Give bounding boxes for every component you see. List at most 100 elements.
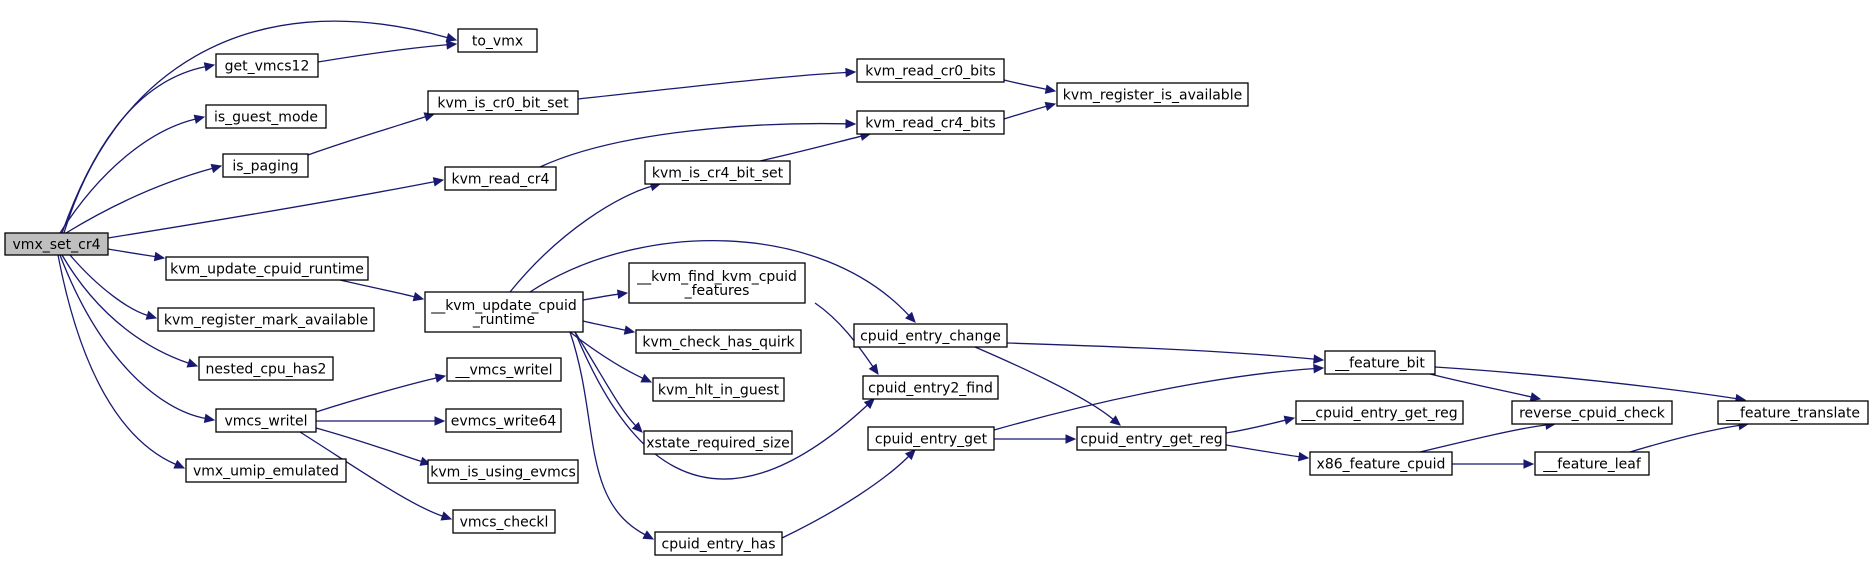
edge-vmcs_writel-to-__vmcs_writel <box>315 373 447 413</box>
edge-line <box>61 254 189 364</box>
edge-kvm_read_cr0_bits-to-kvm_register_is_available <box>1003 79 1057 94</box>
node-kvm-read-cr4-bits[interactable]: kvm_read_cr4_bits <box>856 110 1005 135</box>
node-cpuid-entry-get-reg[interactable]: __cpuid_entry_get_reg <box>1295 400 1464 425</box>
node-vmcs-checkl[interactable]: vmcs_checkl <box>452 509 556 534</box>
node-kvm-hlt-in-guest[interactable]: kvm_hlt_in_guest <box>652 377 785 402</box>
edge-arrowhead <box>445 32 458 43</box>
node-label: _runtime <box>472 312 535 328</box>
edge-line <box>59 118 196 234</box>
node-kvm-find-kvm-cpuid-features[interactable]: __kvm_find_kvm_cpuid_features <box>628 262 806 304</box>
nodes-layer: vmx_set_cr4 to_vmx get_vmcs12 is_guest_mode… <box>4 28 1869 556</box>
node-label: kvm_read_cr4_bits <box>865 116 995 132</box>
node-box <box>452 509 556 534</box>
edge-line <box>574 331 637 427</box>
edge-line <box>1429 373 1532 398</box>
node-box <box>215 53 319 78</box>
node-feature-translate[interactable]: __feature_translate <box>1717 400 1869 425</box>
edge-vmx_set_cr4-to-nested_cpu_has2 <box>61 254 199 368</box>
node-kvm-check-has-quirk[interactable]: kvm_check_has_quirk <box>635 329 802 354</box>
node-is-guest-mode[interactable]: is_guest_mode <box>205 104 327 129</box>
edge-arrowhead <box>905 311 916 323</box>
edge-arrowhead <box>434 416 446 426</box>
node-vmx-set-cr4[interactable]: vmx_set_cr4 <box>4 232 109 256</box>
edge-line <box>1225 419 1286 434</box>
edge-line <box>1629 424 1740 453</box>
edge-arrowhead <box>904 449 916 461</box>
node-feature-leaf[interactable]: __feature_leaf <box>1534 451 1650 476</box>
node-x86-feature-cpuid[interactable]: x86_feature_cpuid <box>1309 451 1453 476</box>
node-kvm-read-cr0-bits[interactable]: kvm_read_cr0_bits <box>856 58 1005 83</box>
edge-arrowhead <box>1297 451 1310 462</box>
node-xstate-required-size[interactable]: xstate_required_size <box>643 430 793 455</box>
node-cpuid-entry-change[interactable]: cpuid_entry_change <box>853 323 1008 348</box>
node-kvm-read-cr4[interactable]: kvm_read_cr4 <box>444 166 557 191</box>
node-box <box>4 232 109 256</box>
edge-arrowhead <box>845 67 857 78</box>
node-kvm-is-using-evmcs[interactable]: kvm_is_using_evmcs <box>427 459 579 484</box>
node-label: vmcs_writel <box>224 414 307 430</box>
node-cpuid-entry-get-reg[interactable]: cpuid_entry_get_reg <box>1076 426 1227 451</box>
node-box <box>205 104 327 129</box>
edge-arrowhead <box>186 358 199 368</box>
node-label: cpuid_entry_change <box>860 329 1001 345</box>
edge-cpuid_entry_change-to-cpuid_entry_get_reg <box>974 346 1121 426</box>
node-kvm-register-mark-available[interactable]: kvm_register_mark_available <box>157 307 375 332</box>
node-vmcs-writel[interactable]: __vmcs_writel <box>446 357 562 382</box>
node-label: __kvm_update_cpuid <box>430 298 577 314</box>
edge-arrowhead <box>1283 415 1296 425</box>
node-kvm-update-cpuid-runtime[interactable]: kvm_update_cpuid_runtime <box>165 256 369 281</box>
node-evmcs-write64[interactable]: evmcs_write64 <box>445 408 562 433</box>
node-label: __kvm_find_kvm_cpuid <box>636 269 797 285</box>
edge-kvm_read_cr4_bits-to-kvm_register_is_available <box>1003 101 1057 120</box>
edge-arrowhead <box>863 398 875 409</box>
node-kvm-update-cpuid-runtime[interactable]: __kvm_update_cpuid_runtime <box>424 291 584 333</box>
node-feature-bit[interactable]: __feature_bit <box>1324 350 1436 375</box>
node-cpuid-entry-has[interactable]: cpuid_entry_has <box>654 531 783 556</box>
edge-line <box>65 167 213 234</box>
node-cpuid-entry-get[interactable]: cpuid_entry_get <box>867 426 995 451</box>
edge-line <box>1006 342 1315 360</box>
node-label: xstate_required_size <box>646 436 790 452</box>
node-label: vmx_set_cr4 <box>13 237 101 253</box>
node-cpuid-entry2-find[interactable]: cpuid_entry2_find <box>862 375 999 400</box>
node-box <box>635 329 802 354</box>
edges-layer <box>57 20 1750 540</box>
edge-line <box>781 455 910 539</box>
node-kvm-is-cr4-bit-set[interactable]: kvm_is_cr4_bit_set <box>644 160 791 185</box>
edge-kvm_update_cpuid_runtime-to-__kvm_update_cpuid_runtime <box>339 279 425 302</box>
edge-arrowhead <box>642 530 655 540</box>
edge-vmx_set_cr4-to-is_guest_mode <box>59 114 206 234</box>
node-label: __feature_translate <box>1725 406 1860 422</box>
node-label: kvm_read_cr4 <box>452 172 550 188</box>
edge-arrowhead <box>640 373 653 383</box>
node-box <box>654 531 783 556</box>
node-box <box>856 58 1005 83</box>
edge-arrowhead <box>1109 415 1121 426</box>
edge-arrowhead <box>432 177 445 187</box>
edge-line <box>107 181 435 239</box>
node-label: vmcs_checkl <box>460 515 549 531</box>
node-to-vmx[interactable]: to_vmx <box>457 28 538 53</box>
edge-__kvm_update_cpuid_runtime-to-xstate_required_size <box>574 331 643 433</box>
node-is-paging[interactable]: is_paging <box>222 153 309 178</box>
node-label: kvm_is_cr4_bit_set <box>652 166 784 182</box>
node-vmx-umip-emulated[interactable]: vmx_umip_emulated <box>185 458 347 483</box>
node-kvm-is-cr0-bit-set[interactable]: kvm_is_cr0_bit_set <box>427 90 579 115</box>
node-reverse-cpuid-check[interactable]: reverse_cpuid_check <box>1511 400 1673 425</box>
edge-line <box>1225 444 1300 458</box>
node-nested-cpu-has2[interactable]: nested_cpu_has2 <box>198 356 334 381</box>
edge-vmcs_writel-to-vmcs_checkl <box>299 431 453 521</box>
node-label: __vmcs_writel <box>454 363 552 379</box>
edge-__kvm_update_cpuid_runtime-to-__kvm_find_kvm_cpuid_features <box>582 289 629 301</box>
node-box <box>185 458 347 483</box>
edge-arrowhead <box>1523 459 1535 469</box>
node-label: kvm_register_mark_available <box>164 313 368 329</box>
edge-vmx_set_cr4-to-get_vmcs12 <box>61 62 216 234</box>
node-label: get_vmcs12 <box>225 59 310 75</box>
node-kvm-register-is-available[interactable]: kvm_register_is_available <box>1056 82 1249 107</box>
node-label: reverse_cpuid_check <box>1519 406 1666 422</box>
node-vmcs-writel[interactable]: vmcs_writel <box>215 408 317 433</box>
node-get-vmcs12[interactable]: get_vmcs12 <box>215 53 319 78</box>
edge-arrowhead <box>203 62 216 72</box>
node-label: __feature_bit <box>1334 356 1425 372</box>
